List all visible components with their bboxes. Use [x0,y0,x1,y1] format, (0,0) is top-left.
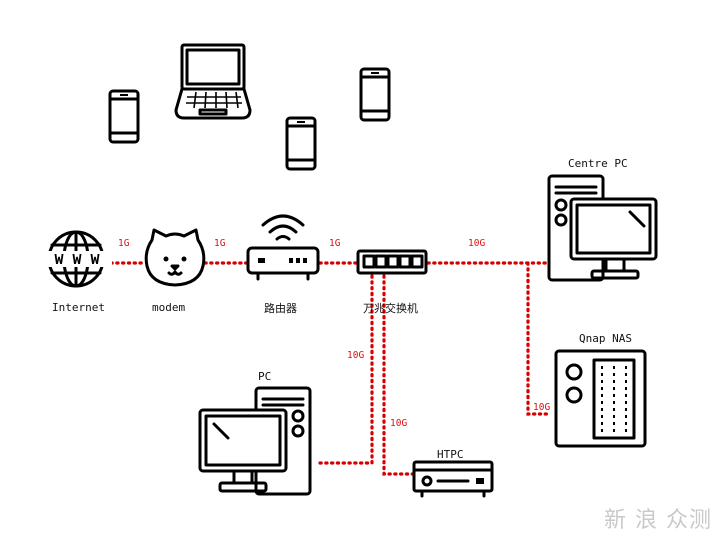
desktop-computer-icon [198,386,312,496]
desktop-computer-icon [547,174,658,282]
link-switch-qnap-nas [526,261,552,416]
nas-storage-icon [554,349,647,448]
watermark: 新 浪 众测 [604,508,712,533]
label-qnap-nas: Qnap NAS [579,332,632,345]
label-modem: modem [152,301,186,314]
smartphone-icon [359,67,391,122]
speed-switch-htpc: 10G [390,418,408,429]
label-router: 路由器 [264,302,297,315]
globe-icon: W W W [42,230,112,288]
link-switch-pc [316,274,374,465]
laptop-icon [174,43,252,120]
speed-internet-modem: 1G [118,238,130,249]
speed-router-switch: 1G [329,238,341,249]
globe-www-text: W W W [54,252,99,269]
speed-modem-router: 1G [214,238,226,249]
label-htpc: HTPC [437,448,464,461]
router-icon [246,214,320,281]
smartphone-icon [108,89,140,144]
label-internet: Internet [52,301,105,314]
switch-icon [356,249,428,275]
speed-switch-centre-pc: 10G [468,238,486,249]
label-centre-pc: Centre PC [568,157,628,170]
speed-switch-qnap-nas: 10G [533,402,551,413]
link-switch-htpc [382,274,416,476]
label-switch: 万兆交换机 [363,302,418,315]
cat-icon [144,228,206,287]
htpc-icon [412,460,494,498]
speed-switch-pc: 10G [347,350,365,361]
label-pc: PC [258,370,272,383]
smartphone-icon [285,116,317,171]
